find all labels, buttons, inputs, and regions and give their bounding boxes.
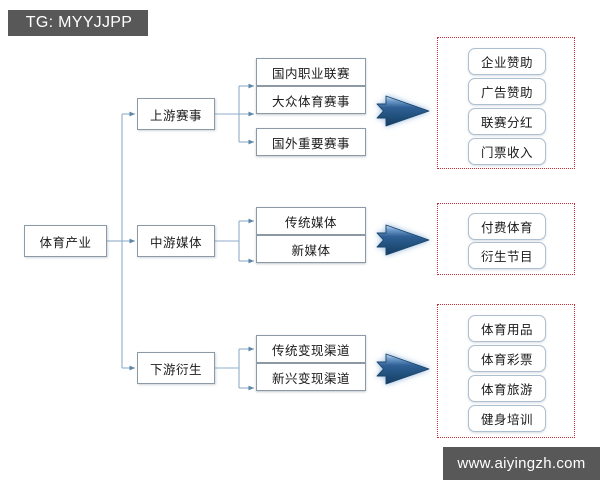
node-upstream-child-1[interactable]: 国内职业联赛 bbox=[256, 58, 366, 86]
node-label: 传统变现渠道 bbox=[271, 342, 350, 358]
node-root-label: 体育产业 bbox=[39, 234, 92, 250]
revenue-group-midstream bbox=[437, 203, 575, 275]
node-label: 衍生节目 bbox=[480, 249, 533, 264]
node-label: 广告赞助 bbox=[480, 85, 533, 100]
telegram-watermark-text: TG: MYYJJPP bbox=[25, 14, 133, 31]
flow-arrow-upstream bbox=[376, 95, 430, 127]
revenue-item-midstream-1[interactable]: 付费体育 bbox=[468, 213, 546, 240]
node-label: 大众体育赛事 bbox=[271, 93, 350, 109]
node-label: 门票收入 bbox=[480, 145, 533, 160]
node-downstream-label: 下游衍生 bbox=[149, 361, 202, 377]
node-midstream-label: 中游媒体 bbox=[149, 234, 202, 250]
revenue-group-downstream bbox=[437, 304, 575, 438]
node-midstream-child-2[interactable]: 新媒体 bbox=[256, 235, 366, 263]
revenue-item-downstream-1[interactable]: 体育用品 bbox=[468, 315, 546, 342]
node-midstream-child-1[interactable]: 传统媒体 bbox=[256, 207, 366, 235]
node-upstream-label: 上游赛事 bbox=[149, 107, 202, 123]
node-label: 体育用品 bbox=[480, 322, 533, 337]
node-label: 国外重要赛事 bbox=[271, 135, 350, 151]
node-upstream-child-2[interactable]: 大众体育赛事 bbox=[256, 86, 366, 114]
node-upstream[interactable]: 上游赛事 bbox=[137, 98, 215, 130]
node-downstream[interactable]: 下游衍生 bbox=[137, 352, 215, 384]
node-label: 付费体育 bbox=[480, 220, 533, 235]
node-label: 体育旅游 bbox=[480, 382, 533, 397]
node-midstream[interactable]: 中游媒体 bbox=[137, 225, 215, 257]
revenue-item-upstream-4[interactable]: 门票收入 bbox=[468, 138, 546, 165]
node-downstream-child-2[interactable]: 新兴变现渠道 bbox=[256, 363, 366, 391]
node-label: 国内职业联赛 bbox=[271, 65, 350, 81]
node-downstream-child-1[interactable]: 传统变现渠道 bbox=[256, 335, 366, 363]
revenue-item-midstream-2[interactable]: 衍生节目 bbox=[468, 242, 546, 269]
node-label: 联赛分红 bbox=[480, 115, 533, 130]
revenue-item-downstream-4[interactable]: 健身培训 bbox=[468, 405, 546, 432]
flow-arrow-downstream bbox=[376, 353, 430, 385]
revenue-group-upstream bbox=[437, 37, 575, 169]
node-label: 新媒体 bbox=[291, 242, 331, 258]
revenue-item-upstream-2[interactable]: 广告赞助 bbox=[468, 78, 546, 105]
revenue-item-downstream-2[interactable]: 体育彩票 bbox=[468, 345, 546, 372]
node-label: 企业赞助 bbox=[480, 55, 533, 70]
website-watermark-text: www.aiyingzh.com bbox=[457, 455, 586, 472]
telegram-watermark: TG: MYYJJPP bbox=[8, 10, 148, 36]
flow-arrow-midstream bbox=[376, 224, 430, 256]
revenue-item-upstream-3[interactable]: 联赛分红 bbox=[468, 108, 546, 135]
node-label: 健身培训 bbox=[480, 412, 533, 427]
node-label: 体育彩票 bbox=[480, 352, 533, 367]
revenue-item-downstream-3[interactable]: 体育旅游 bbox=[468, 375, 546, 402]
revenue-item-upstream-1[interactable]: 企业赞助 bbox=[468, 48, 546, 75]
node-label: 传统媒体 bbox=[284, 214, 337, 230]
node-label: 新兴变现渠道 bbox=[271, 370, 350, 386]
node-root[interactable]: 体育产业 bbox=[24, 225, 107, 257]
node-upstream-child-3[interactable]: 国外重要赛事 bbox=[256, 128, 366, 156]
website-watermark: www.aiyingzh.com bbox=[443, 447, 600, 480]
